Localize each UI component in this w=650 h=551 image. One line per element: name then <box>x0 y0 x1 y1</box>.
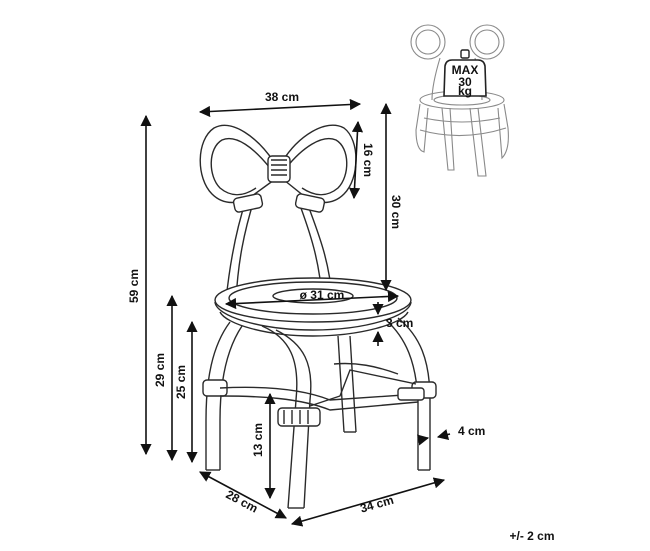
load-capacity-thumbnail: MAX 30 kg <box>410 24 509 177</box>
dim-width-base: 34 cm <box>359 493 396 516</box>
weight-icon: MAX 30 kg <box>443 49 487 98</box>
dim-seat-thickness: 3 cm <box>386 316 413 330</box>
load-max-label: MAX <box>452 63 479 77</box>
tolerance-note: +/- 2 cm <box>509 529 554 543</box>
back-middle-leg <box>337 335 357 433</box>
dim-loop-height: 16 cm <box>361 143 375 177</box>
stretchers <box>219 362 425 411</box>
front-left-leg <box>202 321 243 471</box>
dim-stretcher-height: 13 cm <box>251 423 265 457</box>
dim-width-top: 38 cm <box>265 90 299 104</box>
backrest-loops <box>199 124 357 204</box>
dim-leg-thickness: 4 cm <box>458 424 485 438</box>
dim-apron-height: 25 cm <box>174 365 188 399</box>
load-value: 30 <box>458 75 472 89</box>
dim-back-height: 30 cm <box>389 195 403 229</box>
dim-total-height: 59 cm <box>127 269 141 303</box>
dim-seat-height: 29 cm <box>153 353 167 387</box>
seat <box>214 277 412 337</box>
dim-seat-diameter: ø 31 cm <box>300 288 345 302</box>
load-unit: kg <box>458 84 472 98</box>
dim-depth: 28 cm <box>224 487 261 515</box>
